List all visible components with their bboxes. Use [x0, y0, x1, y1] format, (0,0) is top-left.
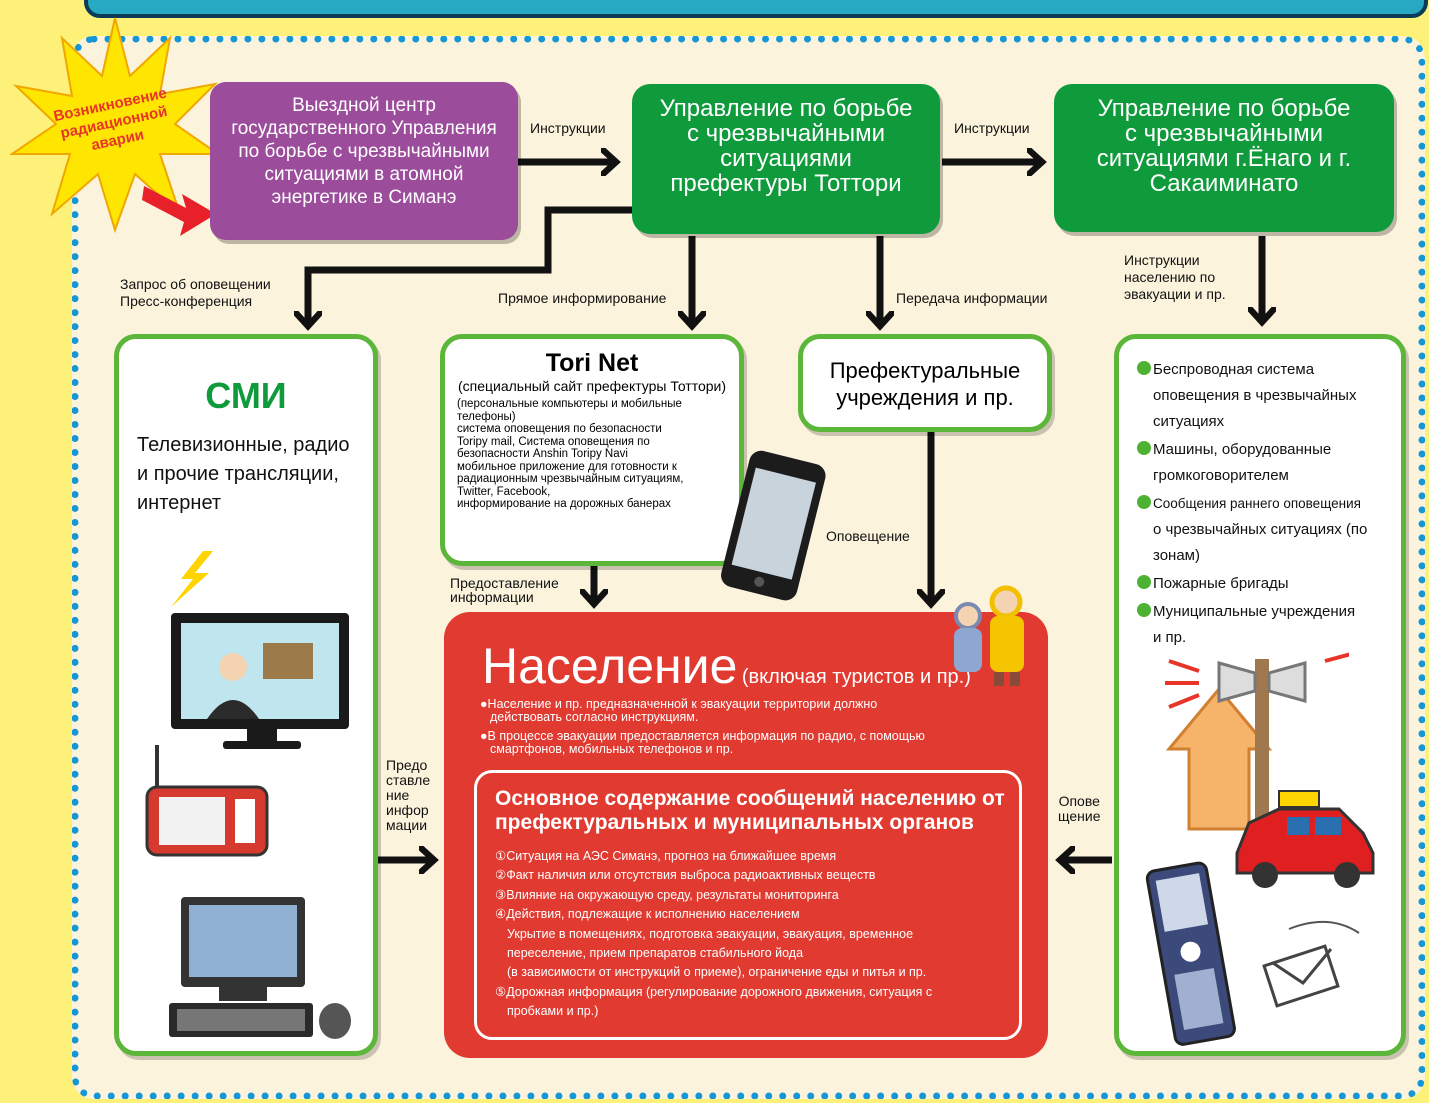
list-item: ①Ситуация на АЭС Симанэ, прогноз на ближ… — [495, 849, 837, 863]
messages-title: Основное содержание сообщений населению … — [495, 787, 1005, 834]
people-icon — [954, 585, 1024, 686]
tottori-hq-box: Управление по борьбе с чрезвычайными сит… — [632, 84, 940, 234]
media-box: СМИ Телевизионные, радио и прочие трансл… — [114, 334, 378, 1056]
prefectural-institutions-box: Префектуральные учреждения и пр. — [798, 334, 1052, 432]
label-notify: Оповещение — [826, 528, 910, 544]
torinet-box: Tori Net (специальный сайт префектуры То… — [440, 334, 744, 566]
population-bullet-2: ●В процессе эвакуации предоставляется ин… — [480, 729, 925, 756]
media-text: Телевизионные, радио и прочие трансляции… — [137, 434, 350, 514]
list-item: Укрытие в помещениях, подготовка эвакуац… — [507, 926, 914, 941]
list-item: переселение, прием препаратов стабильног… — [507, 946, 804, 961]
list-item: (в зависимости от инструкций о приеме), … — [507, 965, 927, 980]
label-direct: Прямое информирование — [498, 290, 667, 306]
list-item: пробками и пр.) — [507, 1004, 599, 1019]
header-bar — [84, 0, 1428, 18]
bullet-icon — [1137, 361, 1151, 375]
tv-icon — [171, 613, 349, 749]
red-arrow-icon — [142, 186, 216, 236]
list-item: ⑤Дорожная информация (регулирование доро… — [495, 984, 933, 999]
list-item: ④Действия, подлежащие к исполнению насел… — [495, 907, 800, 922]
list-item: ③Влияние на окружающую среду, результаты… — [495, 887, 839, 902]
mail-icon — [1262, 920, 1360, 1008]
starburst-icon — [10, 17, 220, 234]
list-item: ②Факт наличия или отсутствия выброса рад… — [495, 868, 876, 883]
torinet-title: Tori Net — [545, 349, 639, 377]
bullet-icon — [1137, 603, 1151, 617]
population-bullet-1: ●Население и пр. предназначенной к эваку… — [480, 697, 878, 724]
smartphone-icon — [721, 450, 826, 601]
shimane-center-box: Выездной центр государственного Управлен… — [210, 82, 518, 240]
bullet-icon — [1137, 441, 1151, 455]
media-title: СМИ — [205, 375, 287, 416]
label-instructions-1: Инструкции — [530, 120, 606, 136]
arrow-to-media — [308, 206, 632, 322]
label-instructions-2: Инструкции — [954, 120, 1030, 136]
population-title: Население (включая туристов и пр.) — [482, 638, 971, 694]
loudspeaker-icon — [1165, 652, 1349, 831]
torinet-details: (персональные компьютеры и мобильные тел… — [457, 398, 684, 510]
torinet-subtitle: (специальный сайт префектуры Тоттори) — [457, 378, 727, 394]
radio-icon — [145, 745, 269, 857]
list-item: Пожарные бригады — [1137, 571, 1391, 597]
messages-content-box: Основное содержание сообщений населению … — [474, 770, 1022, 1040]
lightning-icon — [171, 551, 213, 607]
yonago-hq-box: Управление по борьбе с чрезвычайными сит… — [1054, 84, 1394, 232]
computer-icon — [169, 897, 351, 1039]
bullet-icon — [1137, 495, 1151, 509]
mobile-phone-icon — [1145, 861, 1236, 1046]
car-icon — [1235, 790, 1375, 888]
population-box: Население (включая туристов и пр.) ●Насе… — [444, 612, 1048, 1058]
bullet-icon — [1137, 575, 1151, 589]
label-transfer: Передача информации — [896, 290, 1048, 306]
